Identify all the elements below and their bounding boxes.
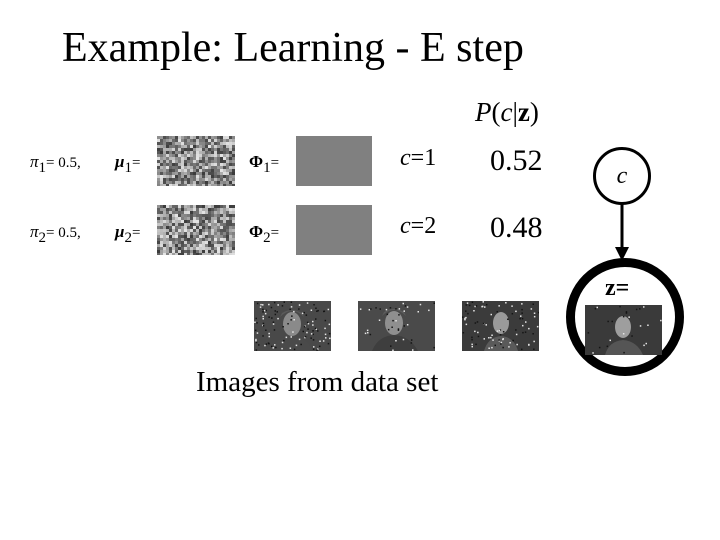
covariance-image-2 <box>296 205 372 255</box>
posterior-1-value: 0.52 <box>490 144 543 177</box>
caption: Images from data set <box>196 366 439 398</box>
face-image-3 <box>462 301 539 351</box>
arrow-c-to-z <box>615 203 629 261</box>
node-z-label: z= <box>605 275 630 301</box>
node-c: c <box>593 147 651 205</box>
noise-pattern-2 <box>157 205 235 256</box>
face-image-2 <box>358 301 435 351</box>
node-z <box>566 258 684 376</box>
phi-2-label: Φ2= <box>249 222 280 246</box>
slide-title: Example: Learning - E step <box>62 25 524 71</box>
pi-1-label: π1= 0.5, <box>30 152 81 176</box>
posterior-header: P(c|z) <box>475 97 539 127</box>
c-1-label: c=1 <box>400 145 437 171</box>
face-image-observed <box>585 305 662 355</box>
pi-2-label: π2= 0.5, <box>30 222 81 246</box>
mean-image-1 <box>157 136 235 187</box>
posterior-2-value: 0.48 <box>490 211 543 244</box>
mean-image-2 <box>157 205 235 256</box>
noise-pattern-1 <box>157 136 235 187</box>
mu-2-label: μ2= <box>115 222 141 246</box>
mu-1-label: μ1= <box>115 152 141 176</box>
phi-1-label: Φ1= <box>249 152 280 176</box>
c-2-label: c=2 <box>400 213 437 239</box>
covariance-image-1 <box>296 136 372 186</box>
face-image-1 <box>254 301 331 351</box>
